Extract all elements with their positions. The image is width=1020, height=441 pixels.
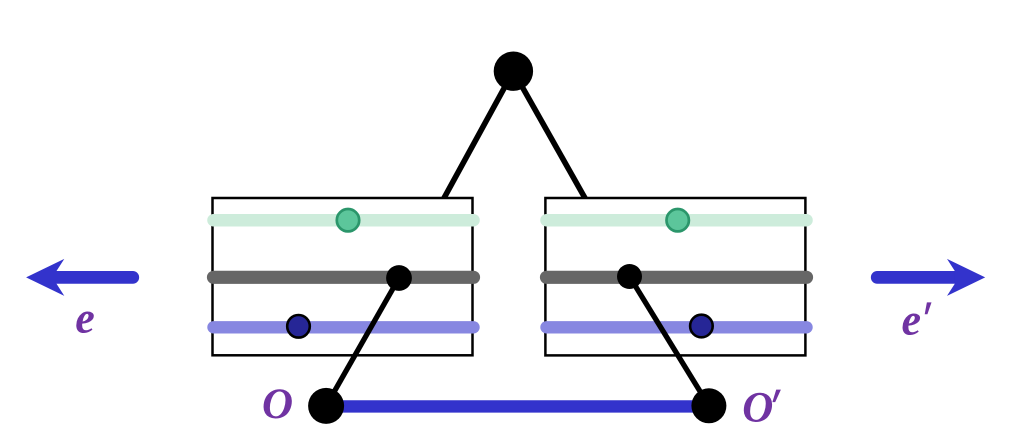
svg-text:e: e	[902, 295, 922, 344]
svg-text:O: O	[262, 381, 293, 428]
svg-text:e: e	[75, 294, 95, 343]
svg-text:O: O	[742, 385, 773, 432]
